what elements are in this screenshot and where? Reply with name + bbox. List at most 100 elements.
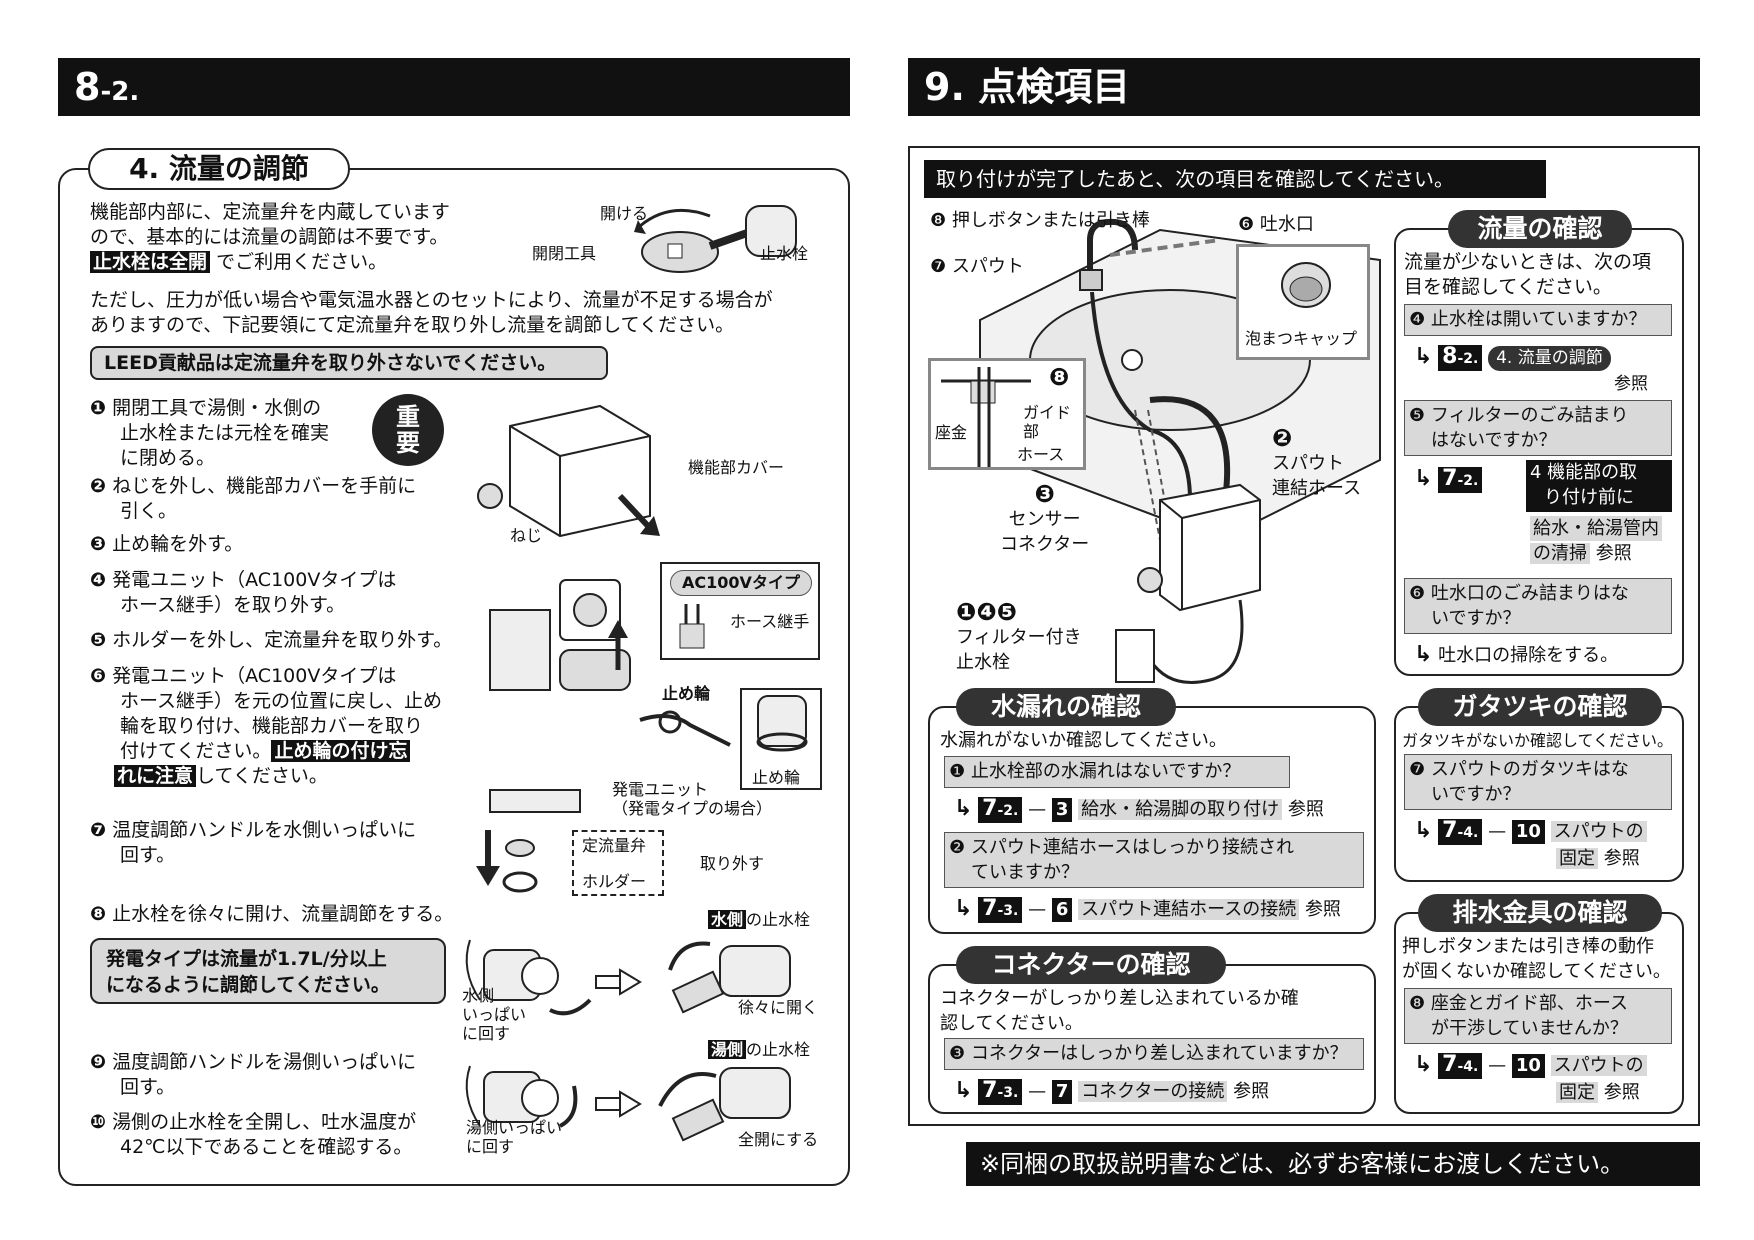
flow-adjust-panel (58, 168, 850, 1186)
hot-side-highlight: 湯側 (708, 1040, 747, 1059)
drain-r8-main: 7 (1442, 1052, 1458, 1077)
important-char-1: 重 (396, 403, 420, 431)
hot-full-line-1: 湯側いっぱい (466, 1118, 563, 1137)
step-1-number: ❶ (90, 397, 107, 419)
step-9: ❾ 温度調節ハンドルを湯側いっぱいに 回す。 (90, 1050, 470, 1100)
leak-r2-text: スパウト連結ホースの接続 (1078, 899, 1300, 920)
right-page-header: 9. 点検項目 (908, 58, 1700, 116)
drain-intro-line-1: 押しボタンまたは引き棒の動作 (1402, 936, 1654, 957)
drain-r8-text-1: スパウトの (1550, 1055, 1647, 1076)
flow-r4: ↳ 8-2. 4. 流量の調節 (1414, 344, 1682, 371)
leak-r1-num: 3 (1051, 798, 1073, 822)
step-1-line-1: 開閉工具で湯側・水側の (112, 397, 322, 419)
step-6-number: ❻ (90, 665, 107, 687)
dash-sep: — (1028, 899, 1047, 920)
step-4-number: ❹ (90, 569, 107, 591)
dash-sep: — (1488, 1055, 1507, 1076)
ref-arrow-icon: ↳ (1414, 818, 1433, 843)
drain-inset-icon (941, 367, 1031, 467)
connector-r3-sub: -3. (997, 1085, 1019, 1101)
drain-r8-sub: -4. (1457, 1059, 1479, 1075)
rattle-q7: ❼ スパウトのガタツキはな いですか？ (1404, 754, 1672, 810)
connector-intro: コネクターがしっかり差し込まれているか確 認してください。 (940, 986, 1299, 1036)
label-full-open: 全開にする (738, 1130, 819, 1149)
step-5-line-1: ホルダーを外し、定流量弁を取り外す。 (112, 629, 453, 651)
rattle-r7-ref-label: 参照 (1603, 848, 1640, 869)
drain-r8-ref-label: 参照 (1603, 1082, 1640, 1103)
water-full-line-3: に回す (462, 1024, 511, 1043)
flow-r4-sub: -2. (1457, 351, 1479, 367)
rattle-r7: ↳ 7-4. — 10 スパウトの (1414, 818, 1647, 845)
step-1: ❶ 開閉工具で湯側・水側の 止水栓または元栓を確実 に閉める。 (90, 396, 370, 471)
label-cover: 機能部カバー (688, 458, 785, 477)
hot-side-handle-illustration (465, 1065, 791, 1142)
completion-banner: 取り付けが完了したあと、次の項目を確認してください。 (924, 160, 1546, 198)
connector-q3: ❸ コネクターはしっかり差し込まれていますか？ (944, 1038, 1364, 1070)
spout-hose-line-2: 連結ホース (1272, 478, 1362, 499)
ref-arrow-icon: ↳ (1414, 642, 1433, 667)
sensor-connector-number: ❸ (1034, 480, 1055, 508)
important-char-2: 要 (396, 429, 420, 457)
flow-r5-gray-line-1: 給水・給湯管内 (1530, 516, 1662, 541)
full-open-highlight: 止水栓は全開 (90, 251, 211, 273)
step-8-line-1: 止水栓を徐々に開け、流量調節をする。 (112, 903, 454, 925)
gen-note-line-1: 発電タイプは流量が1.7L/分以上 (106, 948, 387, 970)
rattle-r7-line2: 固定 参照 (1556, 846, 1640, 871)
label-washer: 座金 (935, 423, 968, 442)
step-10-number: ❿ (90, 1111, 107, 1133)
rattle-r7-text-2: 固定 (1556, 848, 1598, 869)
step-3-line-1: 止め輪を外す。 (112, 533, 244, 555)
generator-flow-note: 発電タイプは流量が1.7L/分以上 になるように調節してください。 (90, 938, 446, 1004)
step-6-line-5: してください。 (196, 765, 328, 787)
ref-arrow-icon: ↳ (1414, 344, 1433, 369)
water-side-highlight: 水側 (708, 910, 747, 929)
spout-hose-number: ❷ (1272, 424, 1293, 452)
removal-dashed-box (572, 830, 664, 896)
step-10: ❿ 湯側の止水栓を全開し、吐水温度が 42℃以下であることを確認する。 (90, 1110, 470, 1160)
step-10-line-2: 42℃以下であることを確認する。 (120, 1136, 413, 1158)
ring-detail-box: 止め輪 (740, 688, 822, 790)
label-push-button: ❽ 押しボタンまたは引き棒 (930, 210, 1150, 231)
step-5-number: ❺ (90, 629, 107, 651)
label-remove: 取り外す (700, 854, 765, 873)
step-6-line-3: 輪を取り付け、機能部カバーを取り (120, 715, 424, 737)
inset-number: ❽ (1049, 363, 1070, 391)
flow-r4-ref-label: 参照 (1614, 374, 1648, 394)
rattle-r7-num: 10 (1511, 820, 1545, 844)
drain-r8-num: 10 (1511, 1054, 1545, 1078)
label-guide: ガイド部 (1023, 403, 1072, 441)
leak-q2-line-2: ていますか？ (971, 862, 1079, 883)
connector-intro-line-2: 認してください。 (940, 1013, 1083, 1034)
step-6-line-1: 発電ユニット（AC100Vタイプは (112, 665, 397, 687)
flow-q5-line-2: はないですか？ (1431, 430, 1557, 451)
leak-q2-line-1: ❷ スパウト連結ホースはしっかり接続され (949, 837, 1294, 858)
leak-r1-ref: 7-2. (978, 797, 1023, 823)
valve-open-illustration (634, 205, 797, 273)
water-full-line-1: 水側 (462, 986, 495, 1005)
drain-check-title: 排水金具の確認 (1418, 894, 1662, 932)
connector-r3-num: 7 (1051, 1080, 1073, 1104)
step-7-number: ❼ (90, 819, 107, 841)
leed-note: LEED貢献品は定流量弁を取り外さないでください。 (90, 346, 608, 380)
flow-q6-line-2: いですか？ (1431, 608, 1521, 629)
flow-r6-text: 吐水口の掃除をする。 (1438, 645, 1619, 666)
hose-joint-icon (679, 604, 705, 649)
step-9-line-2: 回す。 (120, 1076, 176, 1098)
flow-r5-sub: -2. (1457, 473, 1479, 489)
label-open: 開ける (600, 204, 649, 223)
flow-check-title: 流量の確認 (1448, 210, 1632, 248)
para-line-2: ありますので、下記要領にて定流量弁を取り外し流量を調節してください。 (90, 314, 735, 336)
flow-r5: ↳ 7-2. (1414, 466, 1483, 493)
dash-sep: — (1028, 1081, 1047, 1102)
filter-valve-numbers: ❶❹❺ (956, 598, 1017, 626)
para-line-1: ただし、圧力が低い場合や電気温水器とのセットにより、流量が不足する場合が (90, 289, 773, 311)
intro-text: 機能部内部に、定流量弁を内蔵しています ので、基本的には流量の調節は不要です。 … (90, 200, 520, 275)
water-side-handle-illustration (465, 939, 791, 1016)
intro-line-3: 止水栓は全開 でご利用ください。 (90, 250, 520, 275)
ring-detail-icon (756, 695, 808, 752)
handover-footer: ※同梱の取扱説明書などは、必ずお客様にお渡しください。 (966, 1142, 1700, 1186)
step-10-line-1: 湯側の止水栓を全開し、吐水温度が (112, 1111, 417, 1133)
connector-r3-ref-label: 参照 (1233, 1081, 1270, 1102)
water-side-rest: の止水栓 (746, 910, 811, 929)
label-spout-outlet: ❻ 吐水口 (1238, 214, 1314, 235)
